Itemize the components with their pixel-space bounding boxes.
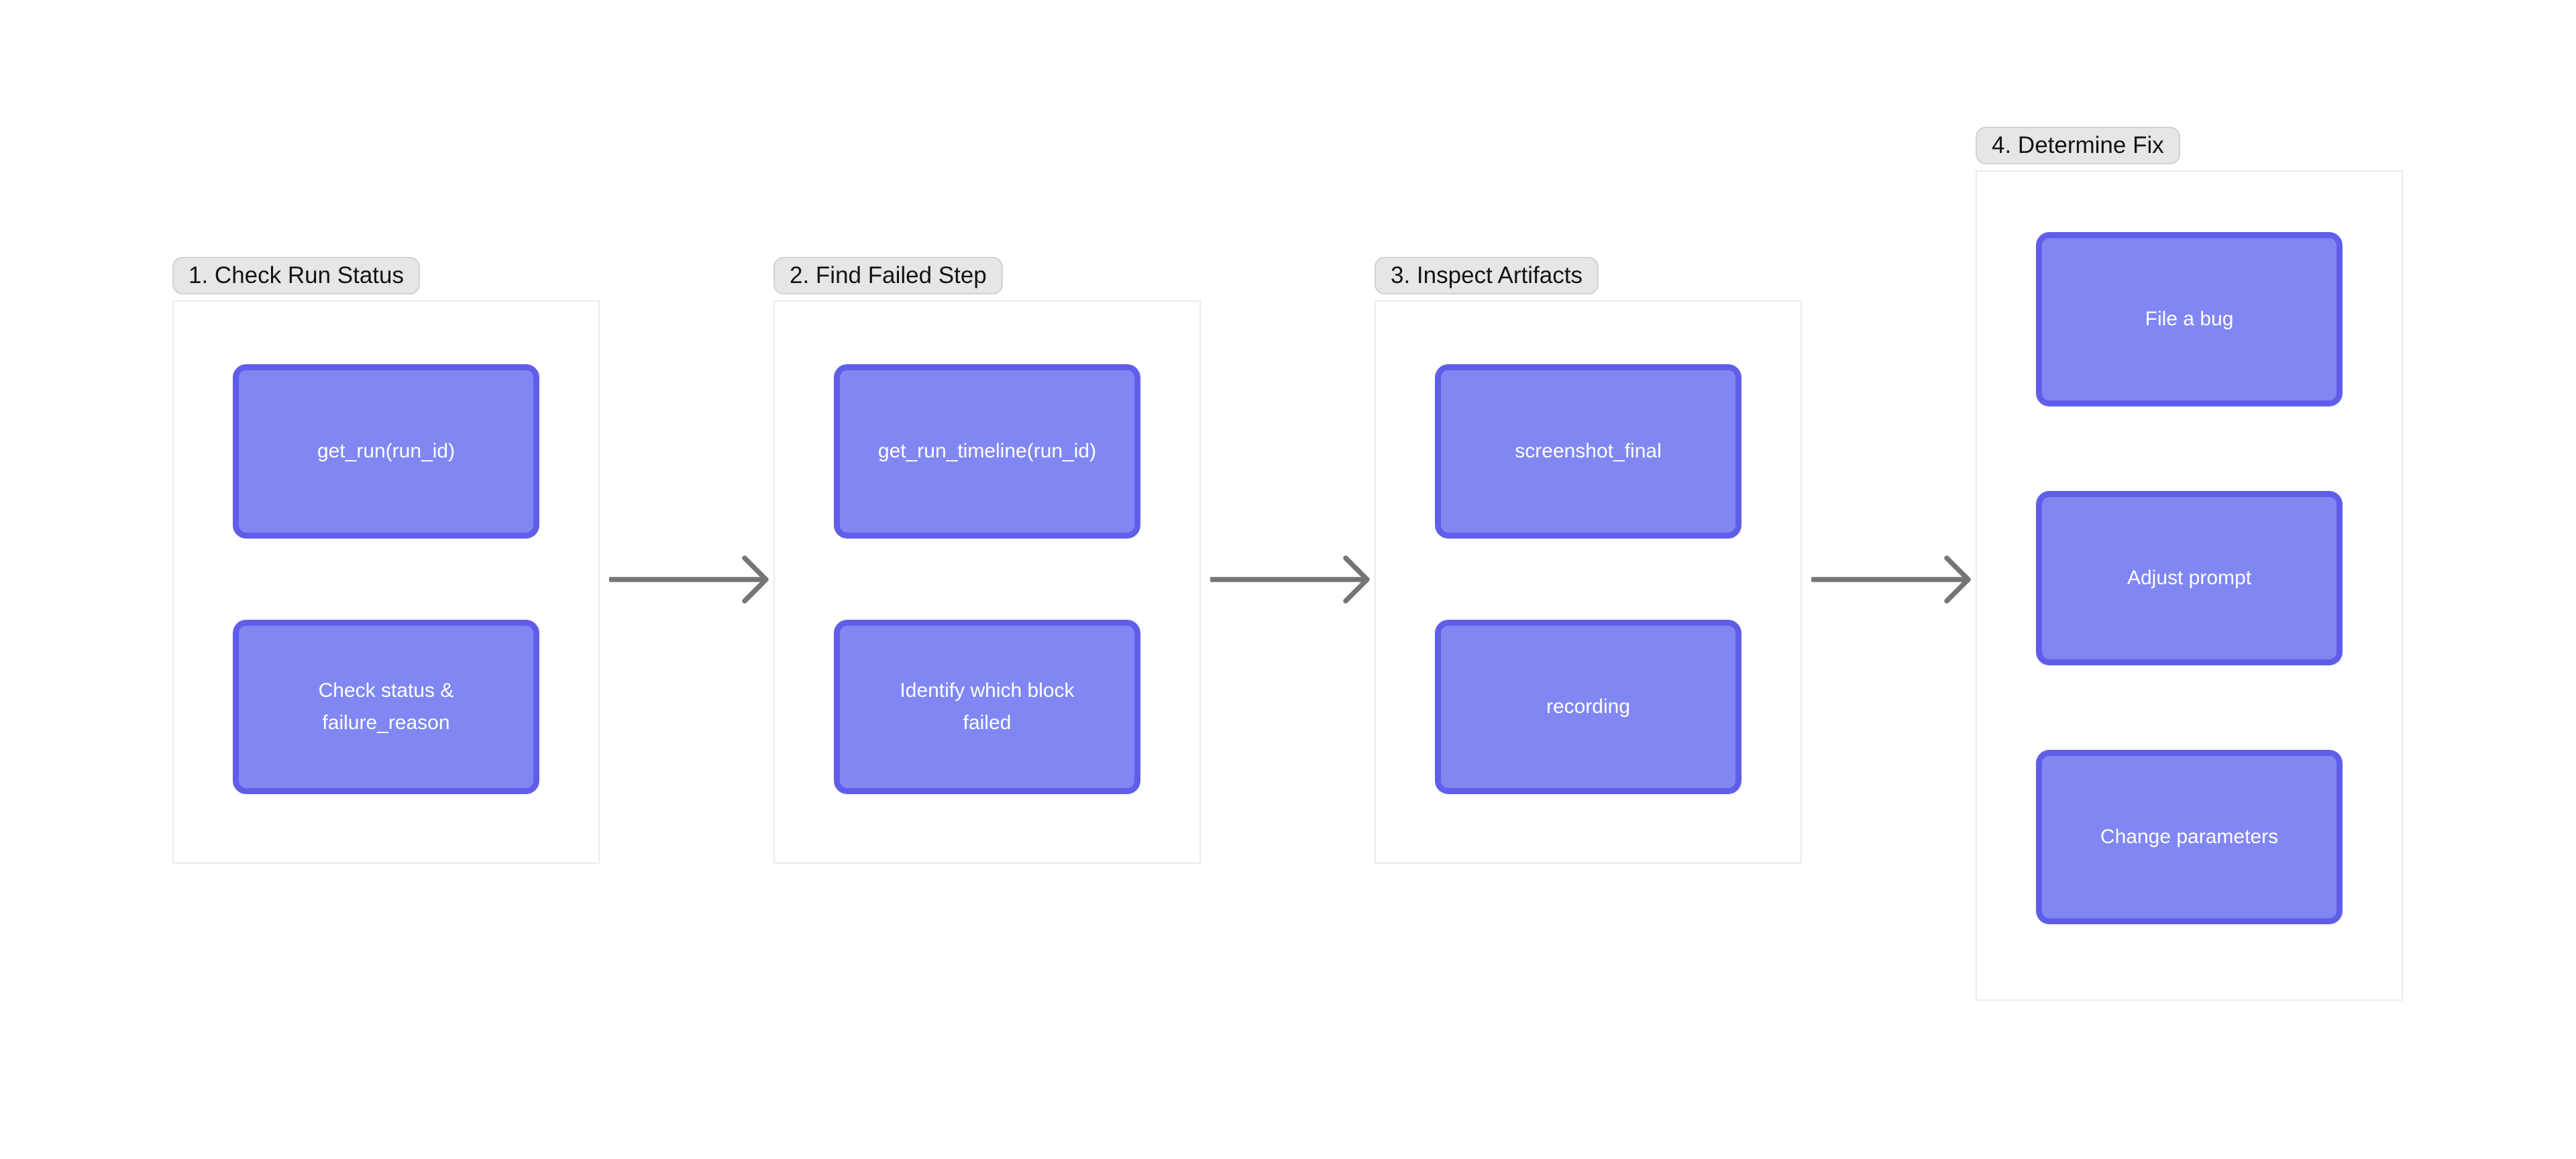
stage-label-inspect-artifacts[interactable]: 3. Inspect Artifacts xyxy=(1375,257,1599,294)
node-get-run[interactable]: get_run(run_id) xyxy=(233,364,539,539)
flow-arrow-3-to-4[interactable] xyxy=(1811,553,1972,606)
flow-arrow-1-to-2[interactable] xyxy=(609,553,770,606)
node-file-a-bug-label: File a bug xyxy=(2145,308,2234,330)
node-screenshot-final[interactable]: screenshot_final xyxy=(1435,364,1741,539)
node-identify-failed-block-label: Identify which block failed xyxy=(900,679,1075,734)
node-recording-label: recording xyxy=(1546,696,1631,718)
node-identify-failed-block[interactable]: Identify which block failed xyxy=(834,620,1140,794)
node-get-run-timeline[interactable]: get_run_timeline(run_id) xyxy=(834,364,1140,539)
stage-group-inspect-artifacts: 3. Inspect Artifacts screenshot_final re… xyxy=(1375,257,1802,864)
stage-label-determine-fix[interactable]: 4. Determine Fix xyxy=(1976,127,2180,164)
node-get-run-label: get_run(run_id) xyxy=(317,440,455,462)
node-change-parameters[interactable]: Change parameters xyxy=(2036,750,2343,924)
node-recording[interactable]: recording xyxy=(1435,620,1741,794)
node-adjust-prompt-label: Adjust prompt xyxy=(2127,567,2252,589)
stage-group-check-run-status: 1. Check Run Status get_run(run_id) Chec… xyxy=(172,257,600,864)
node-adjust-prompt[interactable]: Adjust prompt xyxy=(2036,491,2343,665)
stage-label-check-run-status[interactable]: 1. Check Run Status xyxy=(172,257,420,294)
stage-label-find-failed-step[interactable]: 2. Find Failed Step xyxy=(773,257,1003,294)
node-change-parameters-label: Change parameters xyxy=(2100,826,2279,848)
stage-group-determine-fix: 4. Determine Fix File a bug Adjust promp… xyxy=(1976,127,2403,1001)
flow-arrow-2-to-3[interactable] xyxy=(1210,553,1371,606)
node-check-status-failure-reason[interactable]: Check status & failure_reason xyxy=(233,620,539,794)
node-file-a-bug[interactable]: File a bug xyxy=(2036,232,2343,406)
node-screenshot-final-label: screenshot_final xyxy=(1515,440,1662,462)
stage-group-find-failed-step: 2. Find Failed Step get_run_timeline(run… xyxy=(773,257,1201,864)
node-check-status-failure-reason-label: Check status & failure_reason xyxy=(318,679,454,734)
node-get-run-timeline-label: get_run_timeline(run_id) xyxy=(877,440,1097,462)
